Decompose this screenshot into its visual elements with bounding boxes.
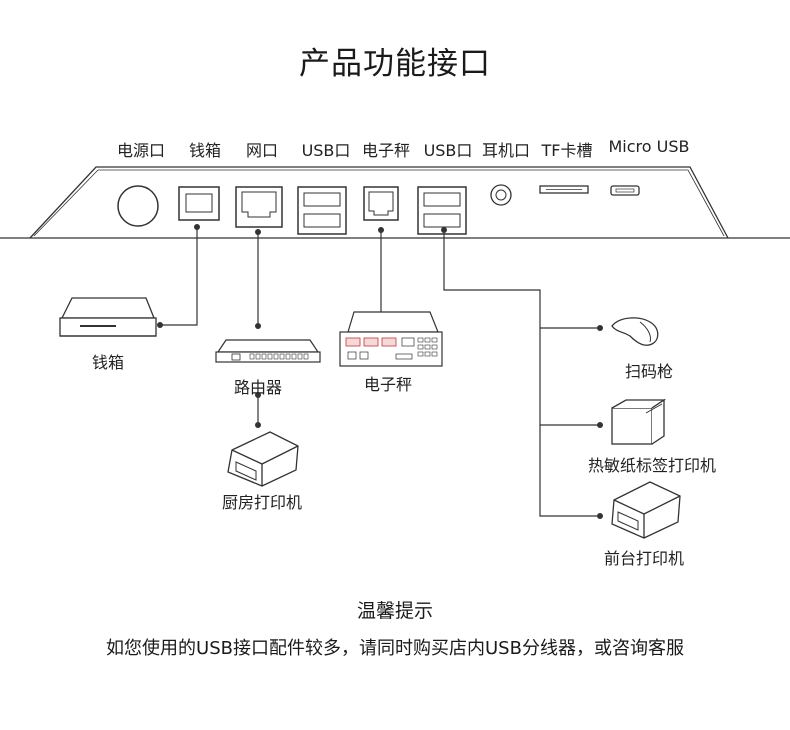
device-label-front-printer: 前台打印机 xyxy=(603,549,684,568)
usb-port-icon-1 xyxy=(297,186,347,235)
usb-hub-line xyxy=(443,230,600,517)
cash-drawer-line xyxy=(160,227,198,326)
page-title: 产品功能接口 xyxy=(299,46,491,82)
port-label-cash-drawer: 钱箱 xyxy=(188,141,221,160)
device-label-kitchen-printer: 厨房打印机 xyxy=(221,493,302,512)
port-label-scale: 电子秤 xyxy=(361,141,410,160)
connection-lines xyxy=(157,224,603,519)
device-label-scanner: 扫码枪 xyxy=(624,362,673,381)
scale-port-icon xyxy=(363,186,399,221)
port-label-micro-usb: Micro USB xyxy=(608,137,690,156)
port-label-power: 电源口 xyxy=(116,141,165,160)
port-label-tf-slot: TF卡槽 xyxy=(541,141,593,160)
kitchen-printer-icon xyxy=(227,431,299,487)
power-port-icon xyxy=(117,185,159,227)
front-printer-icon xyxy=(611,481,681,539)
scale-icon xyxy=(339,311,443,367)
port-label-usb-1: USB口 xyxy=(301,141,351,160)
label-printer-icon xyxy=(611,398,667,445)
router-icon xyxy=(215,339,321,363)
device-label-router: 路由器 xyxy=(233,378,282,397)
headphone-port-icon xyxy=(490,184,512,206)
port-label-network: 网口 xyxy=(245,141,278,160)
micro-usb-port-icon xyxy=(610,185,640,196)
cash-drawer-icon xyxy=(59,297,157,337)
device-label-cash-drawer: 钱箱 xyxy=(91,353,124,372)
tip-title: 温馨提示 xyxy=(356,600,433,622)
device-body xyxy=(0,166,790,239)
port-label-headphone: 耳机口 xyxy=(481,141,530,160)
tf-slot-icon xyxy=(539,185,589,194)
cash-drawer-port-icon xyxy=(178,186,220,221)
network-port-icon xyxy=(235,186,283,228)
tip-text: 如您使用的USB接口配件较多，请同时购买店内USB分线器，或咨询客服 xyxy=(106,638,684,659)
usb-port-icon-2 xyxy=(417,186,467,235)
port-label-usb-2: USB口 xyxy=(423,141,473,160)
device-label-label-printer: 热敏纸标签打印机 xyxy=(587,456,716,475)
device-label-scale: 电子秤 xyxy=(363,375,412,394)
scanner-icon xyxy=(611,317,659,346)
